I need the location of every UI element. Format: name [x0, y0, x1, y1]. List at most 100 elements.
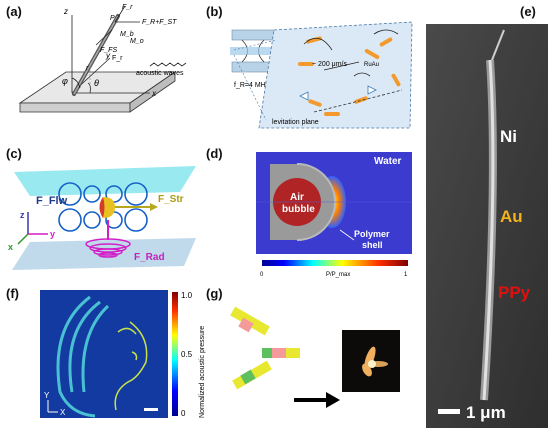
- speed-label: ~ 200 μm/s: [312, 61, 347, 68]
- panel-f: (f) Y X 1.0 0.5: [0, 282, 212, 433]
- bottom-plate: [12, 238, 196, 270]
- rod-label: RuAu: [364, 62, 379, 68]
- panel-a: (a) F_r F_r F_R+F_ST M_b M_o F_FS P z y …: [0, 0, 200, 140]
- plane-label: levitation plane: [272, 119, 319, 126]
- micrograph-center: [368, 360, 376, 368]
- panel-e-label: (e): [520, 4, 536, 19]
- polymer-label: Polymer: [354, 229, 390, 239]
- substrate-front: [19, 102, 131, 113]
- panel-c-diagram: z y x F_Flw F_Str F_Rad: [8, 166, 196, 270]
- y-label: y: [105, 51, 111, 60]
- fr-arrow: [114, 5, 126, 23]
- nanowire-highlight: [482, 59, 495, 401]
- panel-b-label: (b): [206, 4, 223, 19]
- fstr-arrowhead: [150, 203, 158, 211]
- frfst-label: F_R+F_ST: [142, 19, 177, 26]
- node-plane: [230, 47, 276, 55]
- water-label: Water: [374, 156, 402, 167]
- fr-label: F_r: [112, 55, 123, 62]
- mb-label: M_b: [120, 31, 134, 38]
- levitation-plane: [258, 21, 413, 129]
- ffs-label: F_FS: [100, 47, 117, 54]
- p-label: P: [110, 15, 115, 22]
- f-y-label: Y: [44, 391, 50, 400]
- panel-g: (g): [206, 282, 416, 433]
- portrait-face: [114, 321, 148, 411]
- panel-g-label: (g): [206, 286, 223, 301]
- z-label: z: [63, 7, 68, 16]
- panel-g-diagram: [230, 306, 400, 408]
- wire-tip: [491, 29, 505, 61]
- shell-pointer: [339, 229, 355, 241]
- transform-arrowhead: [326, 392, 340, 408]
- colorbar-f: [172, 292, 178, 416]
- cb-min-label: 0: [260, 272, 264, 278]
- zoom-line-top: [233, 39, 277, 51]
- top-plate: [14, 166, 196, 196]
- trajectory-2: [323, 61, 360, 71]
- particle-red: [99, 197, 105, 218]
- panel-a-label: (a): [6, 4, 22, 19]
- scale-bar-f: [144, 408, 158, 411]
- panel-b: (b) f_R=4 MHz ~ 200 μm/s RuAu: [204, 0, 416, 140]
- tick-05: 0.5: [181, 350, 193, 359]
- transducer-top: [231, 29, 275, 41]
- acoustic-wave-icon: [149, 62, 187, 67]
- rod-highlight: [73, 15, 119, 95]
- substrate-side: [129, 71, 176, 113]
- arrow-marker-2: [367, 85, 377, 95]
- acoustic-waves-label: acoustic waves: [136, 70, 184, 77]
- panel-d-label: (d): [206, 146, 223, 161]
- rotation-arc: [373, 29, 399, 35]
- ni-label: Ni: [500, 127, 517, 146]
- fr-top-label: F_r: [122, 4, 133, 11]
- trajectory-1: [303, 37, 333, 51]
- scale-label-e: 1 μm: [466, 403, 506, 422]
- f-x-label: X: [60, 408, 66, 417]
- flow-loops: [58, 182, 148, 232]
- panel-a-diagram: F_r F_r F_R+F_ST M_b M_o F_FS P z y x r …: [18, 4, 187, 113]
- panel-c-label: (c): [6, 146, 22, 161]
- c-x-label: x: [8, 242, 13, 252]
- colorbar-title: Normalized acoustic pressure: [199, 326, 206, 418]
- rod-group: [298, 36, 401, 116]
- frad-label: F_Rad: [134, 252, 165, 263]
- zoom-line-bottom: [233, 54, 267, 121]
- trajectory-dashed: [313, 89, 403, 113]
- arrow-marker-1: [299, 91, 309, 101]
- c-z-label: z: [20, 210, 25, 220]
- scale-bar-e: [438, 409, 460, 414]
- x-label: x: [151, 89, 157, 98]
- portrait-pattern: [56, 295, 110, 418]
- bubble-label: bubble: [282, 204, 315, 215]
- cb-max-label: 1: [404, 272, 408, 278]
- phi-label: φ: [62, 76, 68, 86]
- au-label: Au: [500, 207, 523, 226]
- phi-arc: [71, 77, 81, 89]
- freq-label: f_R=4 MHz: [234, 82, 270, 89]
- shell-label: shell: [362, 240, 383, 250]
- fflw-label: F_Flw: [36, 195, 68, 207]
- colorbar-d: [262, 260, 408, 266]
- ppy-label: PPy: [498, 283, 531, 302]
- theta-label: θ: [94, 78, 99, 88]
- panel-b-diagram: f_R=4 MHz ~ 200 μm/s RuAu levitation pla…: [230, 21, 413, 129]
- tick-0: 0: [181, 409, 186, 418]
- panel-f-label: (f): [6, 286, 19, 301]
- r-label: r: [86, 65, 89, 72]
- cb-mid-label: P/P_max: [326, 272, 350, 278]
- tick-1: 1.0: [181, 291, 193, 300]
- air-label: Air: [290, 192, 304, 203]
- panel-e-sem: Ni Au PPy 1 μm: [426, 24, 548, 428]
- c-x-axis: [17, 233, 29, 245]
- ffs-arrow: [95, 29, 113, 46]
- panel-c: (c) z y x: [0, 142, 204, 280]
- panel-d-diagram: Water Air bubble Polymer shell 0 P/P_max…: [256, 152, 412, 278]
- panel-e: (e) Ni Au PPy 1 μm: [416, 0, 550, 433]
- panel-f-diagram: Y X 1.0 0.5 0 Normalized acoustic pressu…: [40, 290, 206, 418]
- mo-label: M_o: [130, 38, 144, 45]
- rotation-arc-2: [353, 72, 371, 77]
- panel-d: (d) Water Air bubble Polyme: [204, 142, 416, 280]
- c-y-label: y: [50, 229, 55, 239]
- fstr-label: F_Str: [158, 194, 184, 205]
